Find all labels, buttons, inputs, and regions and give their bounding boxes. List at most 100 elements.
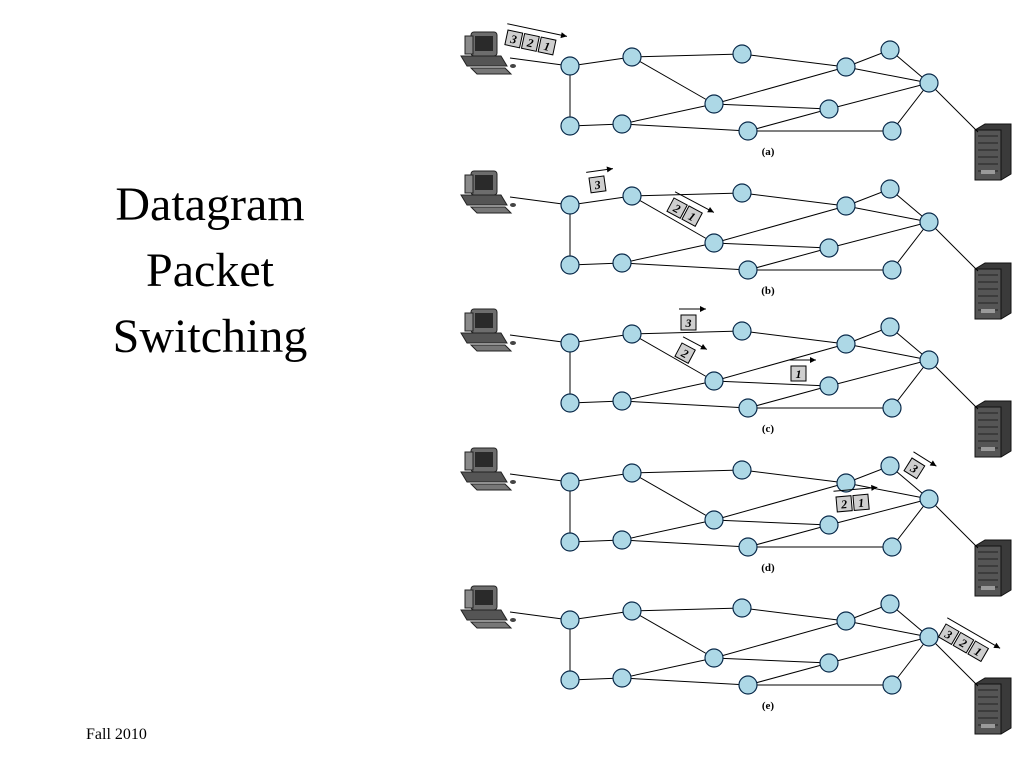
access-link — [509, 473, 571, 483]
network-link — [631, 610, 715, 659]
slide-title: Datagram Packet Switching — [40, 172, 380, 370]
packet-group: 3 — [586, 166, 613, 194]
switching-node — [622, 47, 642, 67]
switching-node — [560, 610, 580, 630]
network-link — [569, 56, 633, 67]
switching-node — [882, 398, 902, 418]
panel-caption: (e) — [762, 700, 775, 712]
network-link — [891, 82, 930, 132]
packet-box — [835, 495, 853, 513]
switching-node — [622, 463, 642, 483]
switching-node — [704, 648, 724, 668]
network-link — [713, 66, 847, 105]
switching-node — [560, 195, 580, 215]
network-link — [845, 482, 930, 500]
switching-node — [612, 668, 632, 688]
switching-node — [836, 611, 856, 631]
packet-box — [537, 36, 557, 56]
access-link — [509, 611, 571, 621]
packet-group: 21 — [666, 191, 715, 227]
network-link — [741, 330, 847, 345]
switching-node — [836, 334, 856, 354]
network-link — [828, 221, 930, 249]
switching-node — [560, 56, 580, 76]
network-panel: (e) 321 — [460, 585, 1012, 735]
title-line-3: Switching — [112, 310, 308, 363]
arrow-head-icon — [560, 32, 567, 39]
network-link — [621, 539, 749, 548]
network-link — [569, 333, 633, 344]
switching-node — [704, 371, 724, 391]
switching-node — [882, 537, 902, 557]
network-link — [845, 343, 930, 361]
arrow-head-icon — [707, 206, 714, 213]
arrow-head-icon — [606, 166, 613, 173]
arrow-head-icon — [810, 357, 816, 363]
network-link — [631, 192, 743, 197]
panel-caption: (d) — [761, 562, 775, 574]
switching-node — [732, 321, 752, 341]
network-link — [828, 82, 930, 110]
arrow-head-icon — [929, 460, 937, 467]
packet-box — [666, 197, 688, 219]
switching-node — [732, 460, 752, 480]
switching-node — [880, 317, 900, 337]
network-link — [621, 519, 715, 541]
network-link — [741, 469, 847, 484]
access-link — [928, 221, 979, 272]
switching-node — [919, 73, 939, 93]
packet-box — [952, 631, 975, 654]
packet-number: 3 — [593, 178, 602, 193]
packet-number: 2 — [525, 35, 535, 50]
packet-box — [520, 32, 540, 52]
network-link — [631, 472, 715, 521]
network-link — [845, 205, 930, 223]
network-link — [828, 359, 930, 387]
switching-node — [919, 627, 939, 647]
access-link — [928, 82, 979, 133]
server-icon — [974, 539, 1012, 597]
switching-node — [622, 186, 642, 206]
network-panel: (c)321 — [460, 306, 1012, 458]
access-link — [509, 57, 571, 67]
direction-arrow — [833, 486, 878, 492]
switching-node — [836, 473, 856, 493]
network-link — [891, 498, 930, 548]
network-link — [713, 242, 830, 249]
packet-box — [674, 342, 696, 364]
network-link — [891, 359, 930, 409]
access-link — [928, 636, 979, 687]
switching-node — [819, 238, 839, 258]
switching-node — [836, 196, 856, 216]
network-link — [747, 247, 830, 271]
switching-node — [882, 260, 902, 280]
switching-node — [880, 456, 900, 476]
network-link — [621, 242, 715, 264]
packet-group: 3 — [903, 451, 937, 480]
switching-node — [732, 598, 752, 618]
host-computer-icon — [460, 170, 516, 214]
network-link — [713, 519, 830, 526]
switching-node — [836, 57, 856, 77]
network-link — [713, 343, 847, 382]
switching-node — [882, 675, 902, 695]
host-computer-icon — [460, 447, 516, 491]
direction-arrow — [674, 191, 715, 213]
packet-group: 1 — [789, 357, 816, 382]
network-link — [741, 192, 847, 207]
network-link — [569, 195, 633, 206]
network-link — [891, 221, 930, 271]
server-icon — [974, 677, 1012, 735]
network-link — [621, 123, 749, 132]
switching-node — [704, 94, 724, 114]
packet-number: 2 — [840, 497, 848, 512]
network-link — [621, 380, 715, 402]
network-link — [631, 607, 743, 612]
title-line-1: Datagram — [115, 178, 305, 231]
packet-box — [937, 623, 960, 646]
network-link — [713, 657, 830, 664]
packet-group: 321 — [937, 617, 1001, 663]
